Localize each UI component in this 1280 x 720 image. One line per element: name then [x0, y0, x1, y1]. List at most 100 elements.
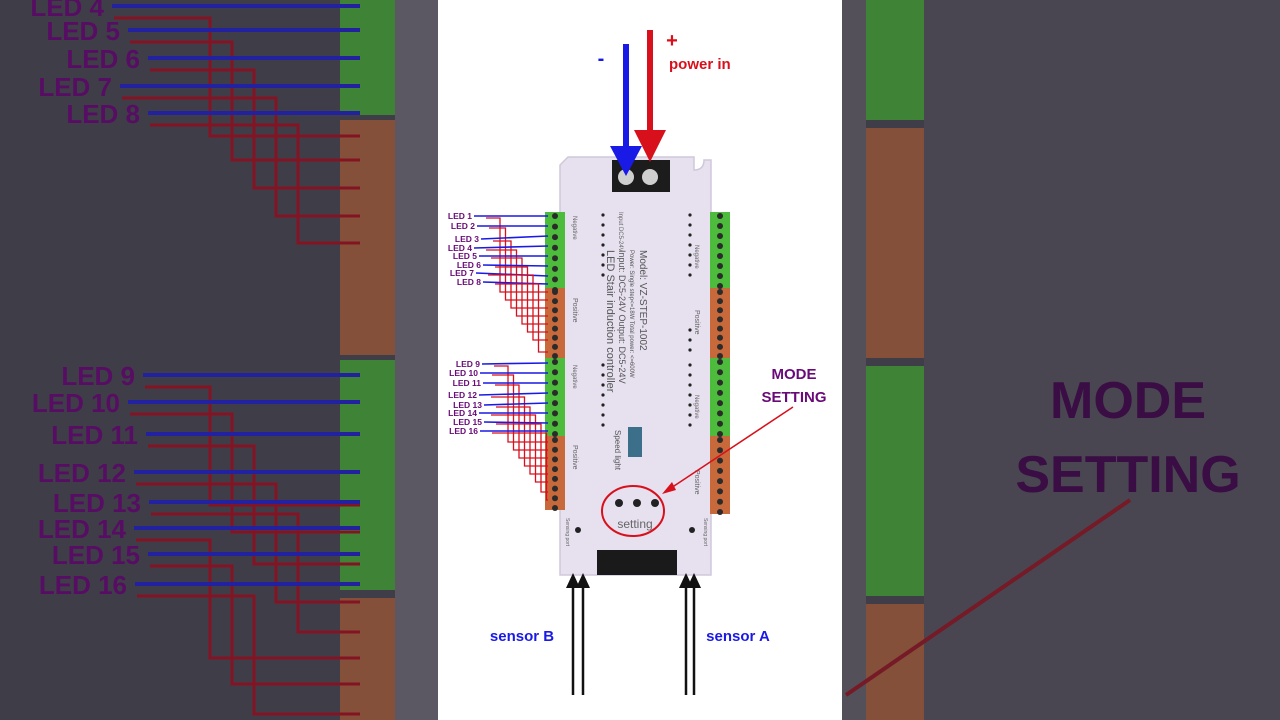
terminal-screw — [552, 307, 558, 314]
terminal-screw — [717, 325, 723, 332]
terminal-screw — [552, 400, 558, 407]
right-zoomed-view: MODE SETTING — [842, 0, 1280, 720]
bg-positive-wire — [150, 123, 360, 245]
terminal-screw — [717, 467, 723, 474]
mode-label-line2: SETTING — [761, 389, 826, 406]
led-label: LED 1 — [448, 211, 472, 221]
bg-led-label: LED 11 — [51, 420, 138, 450]
led-positive-wire — [495, 266, 548, 333]
board-title-text: LED Stair induction controller — [604, 250, 616, 393]
led-wires — [473, 215, 549, 501]
terminal-screw — [717, 498, 723, 505]
terminal-screw — [552, 389, 558, 396]
terminal-screw — [552, 343, 558, 350]
terminal-screw — [717, 447, 723, 454]
board-positive-print-2: Positive — [571, 445, 578, 470]
terminal-screw — [552, 379, 558, 386]
led-positive-wire — [491, 414, 548, 483]
board-input-print: Input DC5-24V — [617, 212, 623, 252]
bg-positive-wire — [137, 594, 360, 716]
board-positive-print-1: Positive — [571, 298, 578, 323]
board-dot — [688, 383, 692, 387]
setting-button-label: setting — [617, 517, 652, 531]
bg-terminal-green-bottom — [340, 360, 395, 590]
terminal-screw — [552, 316, 558, 323]
sensor-b-arrowhead-1 — [566, 573, 580, 588]
bg-terminal-green-r2 — [866, 366, 924, 596]
led-label: LED 11 — [453, 378, 482, 388]
mode-button-3[interactable] — [651, 499, 659, 507]
terminal-screw — [717, 289, 723, 295]
mode-setting-highlight-circle — [601, 485, 665, 537]
board-indicator-dots — [601, 213, 692, 427]
board-speed-label: Speed light — [613, 430, 622, 471]
terminal-screw — [717, 353, 723, 359]
terminal-screw — [717, 457, 723, 464]
bg-led-label: LED 13 — [53, 488, 141, 518]
bg-positive-wire — [122, 96, 360, 218]
board-dot — [688, 243, 692, 247]
bg-positive-wire — [151, 512, 360, 634]
led-label: LED 12 — [448, 390, 477, 400]
terminal-screw — [552, 456, 558, 463]
controller-board: Model: VZ-STEP-1002 Power: Single step<=… — [545, 156, 730, 576]
led-negative-wire — [483, 421, 549, 424]
board-dot — [688, 373, 692, 377]
mode-callout-line — [667, 406, 794, 491]
board-dot — [688, 423, 692, 427]
terminal-screw — [717, 233, 723, 239]
board-hole-left — [575, 527, 581, 533]
board-dot — [688, 223, 692, 227]
terminal-right-positive-2 — [710, 436, 730, 514]
board-dot — [601, 273, 605, 277]
led-label: LED 2 — [451, 221, 475, 231]
terminal-screw — [552, 223, 558, 230]
mode-button-1[interactable] — [615, 499, 623, 507]
power-in-label: power in — [669, 56, 731, 73]
board-dot — [688, 403, 692, 407]
board-dot — [601, 383, 605, 387]
board-dot — [688, 263, 692, 267]
board-sensing-label-a: Sensing port — [702, 518, 708, 547]
board-dot — [601, 423, 605, 427]
mode-callout-arrowhead — [662, 482, 676, 494]
bg-mode-label-line2: SETTING — [1015, 446, 1240, 504]
terminal-screw — [552, 325, 558, 332]
board-dot — [688, 233, 692, 237]
terminal-screw — [552, 289, 558, 295]
terminal-screw — [552, 234, 558, 241]
terminal-screw — [552, 505, 558, 511]
terminal-screw — [552, 466, 558, 473]
mode-label-line1: MODE — [772, 366, 817, 383]
mode-button-2[interactable] — [633, 499, 641, 507]
led-positive-wire — [488, 274, 548, 341]
terminal-screw — [552, 431, 558, 437]
board-sensing-label-b: Sensing port — [564, 518, 570, 547]
terminal-left-positive-1 — [545, 288, 565, 358]
terminal-screw — [717, 359, 723, 365]
terminal-screw — [552, 298, 558, 305]
board-dot — [601, 363, 605, 367]
led-positive-wire — [492, 432, 548, 501]
terminal-screw — [717, 253, 723, 259]
board-sensing-print-b: Sensing port — [564, 518, 570, 547]
bg-led-label: LED 8 — [66, 99, 140, 129]
terminal-right-negative-2 — [710, 358, 730, 436]
bg-led-label: LED 16 — [39, 570, 127, 600]
bg-led-label: LED 10 — [32, 388, 120, 418]
board-input-label: Input DC5-24V — [617, 212, 623, 252]
board-positive-label-1: Positive — [571, 298, 578, 323]
terminal-screw — [717, 389, 723, 396]
sensor-b-arrowhead-2 — [576, 573, 590, 588]
led-negative-wire — [478, 392, 549, 396]
power-negative-arrowhead — [610, 146, 642, 176]
board-dot — [601, 233, 605, 237]
terminal-right-negative-1 — [710, 212, 730, 288]
board-positive-label-2: Positive — [571, 445, 578, 470]
led-negative-wire — [482, 264, 549, 267]
led-label: LED 4 — [448, 243, 472, 253]
terminal-left-negative-2 — [545, 358, 565, 436]
board-negative-label-r2: Negative — [693, 395, 699, 419]
